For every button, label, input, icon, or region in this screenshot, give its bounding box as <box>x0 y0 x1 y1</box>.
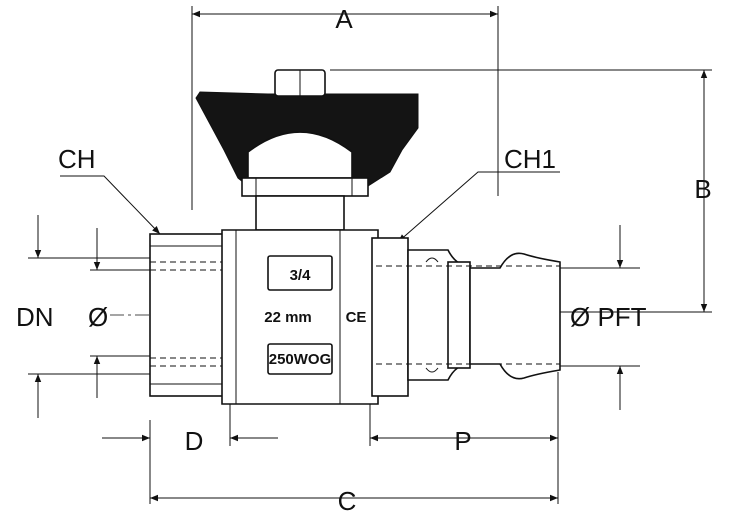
dimension-labels: A B C D P CH CH1 DN Ø Ø PFT <box>16 4 712 516</box>
label-dn-symbol: Ø <box>88 302 108 332</box>
label-b: B <box>694 174 711 204</box>
lever-handle <box>195 69 419 231</box>
valve-body-right <box>371 237 561 397</box>
marking-ce: CE <box>346 309 367 326</box>
ch1-leader <box>397 171 560 243</box>
dimension-lines <box>34 10 708 502</box>
valve-body-center <box>221 229 379 405</box>
label-ch1: CH1 <box>504 144 556 174</box>
label-a: A <box>335 4 353 34</box>
label-p: P <box>454 426 471 456</box>
marking-size: 3/4 <box>290 267 312 284</box>
valve-body-left <box>149 233 231 397</box>
label-c: C <box>338 486 357 516</box>
marking-rating: 250WOG <box>269 351 332 368</box>
label-d: D <box>185 426 204 456</box>
label-ch: CH <box>58 144 96 174</box>
label-pft: Ø PFT <box>570 302 647 332</box>
body-markings: 3/4 22 mm 250WOG CE <box>264 267 366 368</box>
ch-leader <box>60 175 161 235</box>
label-dn: DN <box>16 302 54 332</box>
marking-diameter: 22 mm <box>264 309 312 326</box>
